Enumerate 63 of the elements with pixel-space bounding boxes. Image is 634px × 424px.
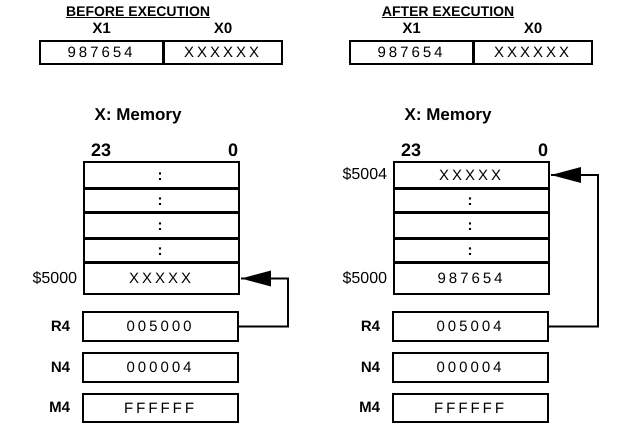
- address-label: $5000: [32, 270, 77, 286]
- cell-value: 005004: [436, 319, 505, 334]
- cell-value: :: [158, 193, 166, 208]
- cell-value: 987654: [437, 271, 506, 286]
- cell-value: 000004: [436, 360, 505, 375]
- register-name: R4: [50, 318, 70, 334]
- register-name: X0: [524, 20, 542, 37]
- bit-index: 23: [400, 139, 422, 162]
- address-label: $5004: [342, 166, 387, 183]
- address-label: $5000: [342, 270, 387, 286]
- register-name: X0: [214, 20, 232, 37]
- memory-row: [393, 238, 550, 263]
- register-name: X1: [92, 20, 111, 37]
- register-name: M4: [49, 399, 70, 416]
- memory-row: [83, 161, 240, 189]
- cell-value: XXXXX: [128, 271, 194, 286]
- register-name: N4: [50, 358, 70, 376]
- register-name: M4: [359, 399, 380, 416]
- cell-value: 987654: [377, 45, 446, 60]
- register-box: [392, 352, 549, 383]
- register-box: [82, 352, 239, 383]
- cell-value: :: [158, 218, 166, 233]
- cell-value: :: [158, 168, 166, 182]
- register-cell: [39, 40, 164, 65]
- memory-title: X: Memory: [94, 104, 182, 126]
- bit-index: 0: [228, 139, 238, 162]
- cell-value: :: [468, 193, 476, 208]
- register-name: X1: [402, 20, 421, 37]
- register-cell: [473, 40, 593, 65]
- cell-value: XXXXXX: [494, 45, 572, 60]
- cell-value: 000004: [126, 360, 195, 375]
- register-box: [392, 311, 549, 342]
- memory-row: [393, 212, 550, 239]
- section-heading: BEFORE EXECUTION: [66, 3, 210, 20]
- memory-row: [393, 188, 550, 213]
- pointer-arrow: [239, 270, 289, 328]
- section-heading: AFTER EXECUTION: [382, 3, 514, 20]
- memory-row: [393, 161, 550, 189]
- cell-value: XXXXXX: [184, 45, 262, 60]
- cell-value: XXXXX: [438, 168, 504, 182]
- memory-row: [83, 238, 240, 263]
- memory-title: X: Memory: [404, 104, 492, 126]
- register-cell: [349, 40, 474, 65]
- cell-value: :: [468, 243, 476, 258]
- cell-value: FFFFFF: [434, 400, 507, 416]
- memory-row: [393, 262, 550, 295]
- pointer-arrow: [549, 167, 599, 328]
- cell-value: FFFFFF: [124, 400, 197, 416]
- register-box: [392, 393, 549, 423]
- register-cell: [163, 40, 283, 65]
- cell-value: :: [158, 243, 166, 258]
- register-name: N4: [360, 358, 380, 376]
- cell-value: 005000: [126, 319, 195, 334]
- register-name: R4: [360, 318, 380, 334]
- cell-value: 987654: [67, 45, 136, 60]
- memory-row: [83, 212, 240, 239]
- register-box: [82, 393, 239, 423]
- register-box: [82, 311, 239, 342]
- bit-index: 0: [538, 139, 548, 162]
- bit-index: 23: [90, 139, 112, 162]
- memory-row: [83, 188, 240, 213]
- memory-row: [83, 262, 240, 295]
- cell-value: :: [468, 218, 476, 233]
